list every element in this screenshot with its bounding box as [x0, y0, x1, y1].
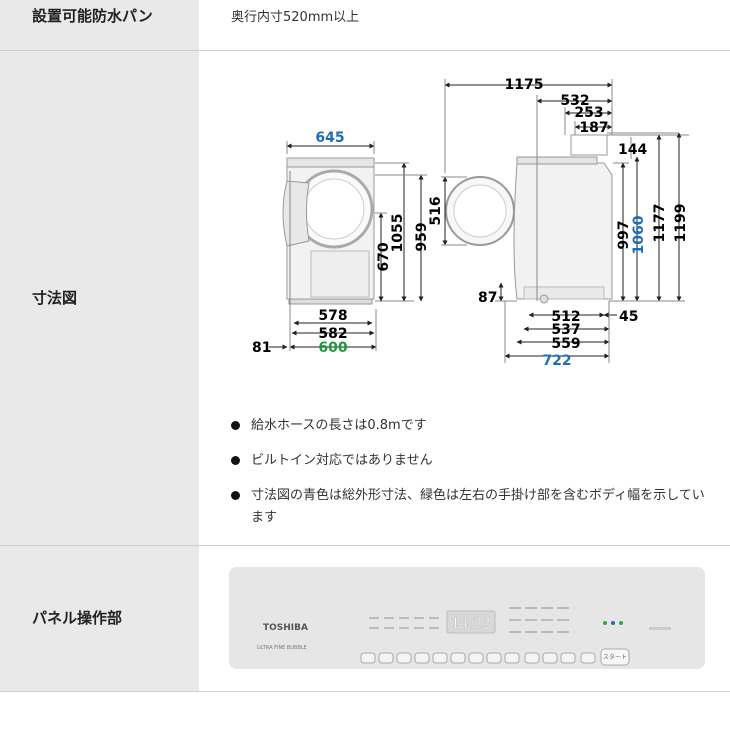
bullet-icon	[231, 491, 240, 500]
dim-559: 559	[551, 336, 580, 352]
brand-logo: TOSHIBA	[263, 623, 308, 633]
dim-1060: 1060	[631, 215, 647, 254]
dim-600: 600	[318, 340, 347, 356]
dim-81: 81	[252, 340, 271, 356]
row-dimensions: 寸法図	[0, 51, 730, 545]
notes-list: 給水ホースの長さは0.8mです ビルトイン対応ではありません 寸法図の青色は総外…	[229, 415, 709, 542]
row-header: 設置可能防水パン	[0, 0, 199, 50]
dim-516: 516	[428, 196, 444, 225]
dim-1177: 1177	[652, 204, 668, 243]
start-label: スタート	[603, 653, 627, 661]
dim-959: 959	[414, 222, 430, 251]
dim-144: 144	[618, 142, 647, 158]
dim-187: 187	[579, 120, 608, 136]
display-readout: 14:23	[451, 616, 491, 632]
dimensions-label: 寸法図	[32, 289, 78, 307]
row-waterproof-pan: 設置可能防水パン 奥行内寸520mm以上	[0, 0, 730, 50]
control-panel-image: TOSHIBA ULTRA FINE BUBBLE 14:23 スタート	[229, 567, 705, 669]
dim-645: 645	[315, 130, 344, 146]
dim-722: 722	[542, 353, 571, 369]
row-cell: 645 670 1055 959 578 582 600 81 516 1175…	[199, 51, 730, 545]
row-header: 寸法図	[0, 51, 199, 545]
dim-87: 87	[478, 290, 497, 306]
list-item: 寸法図の青色は総外形寸法、緑色は左右の手掛け部を含むボディ幅を示しています	[229, 485, 709, 529]
dim-512: 512	[551, 309, 580, 325]
row-cell: TOSHIBA ULTRA FINE BUBBLE 14:23 スタート	[199, 546, 730, 691]
dim-578: 578	[318, 308, 347, 324]
panel-label: パネル操作部	[32, 609, 123, 627]
dim-537: 537	[551, 322, 580, 338]
dim-253: 253	[574, 105, 603, 121]
dim-1055: 1055	[390, 214, 406, 253]
divider	[0, 50, 730, 51]
divider	[0, 691, 730, 692]
dimension-diagram: 645 670 1055 959 578 582 600 81 516 1175…	[252, 77, 689, 369]
divider	[0, 545, 730, 546]
bullet-icon	[231, 456, 240, 465]
side-body	[513, 162, 613, 300]
row-panel: パネル操作部 TOSHIBA ULTRA FINE BUBBLE 14:23	[0, 546, 730, 691]
row-cell: 奥行内寸520mm以上	[199, 0, 730, 50]
sub-brand: ULTRA FINE BUBBLE	[257, 645, 307, 651]
dim-1199: 1199	[673, 204, 689, 243]
row-header: パネル操作部	[0, 546, 199, 691]
bullet-icon	[231, 421, 240, 430]
dim-670: 670	[376, 242, 392, 271]
control-panel-drawing: TOSHIBA ULTRA FINE BUBBLE 14:23 スタート	[229, 567, 705, 669]
dim-45: 45	[619, 309, 638, 325]
dim-532: 532	[560, 93, 589, 109]
list-item: 給水ホースの長さは0.8mです	[229, 415, 709, 437]
waterproof-pan-label: 設置可能防水パン	[32, 7, 153, 25]
dim-582: 582	[318, 326, 347, 342]
dim-1175: 1175	[505, 77, 544, 93]
waterproof-pan-value: 奥行内寸520mm以上	[231, 10, 360, 25]
list-item: ビルトイン対応ではありません	[229, 450, 709, 472]
dim-997: 997	[616, 220, 632, 249]
